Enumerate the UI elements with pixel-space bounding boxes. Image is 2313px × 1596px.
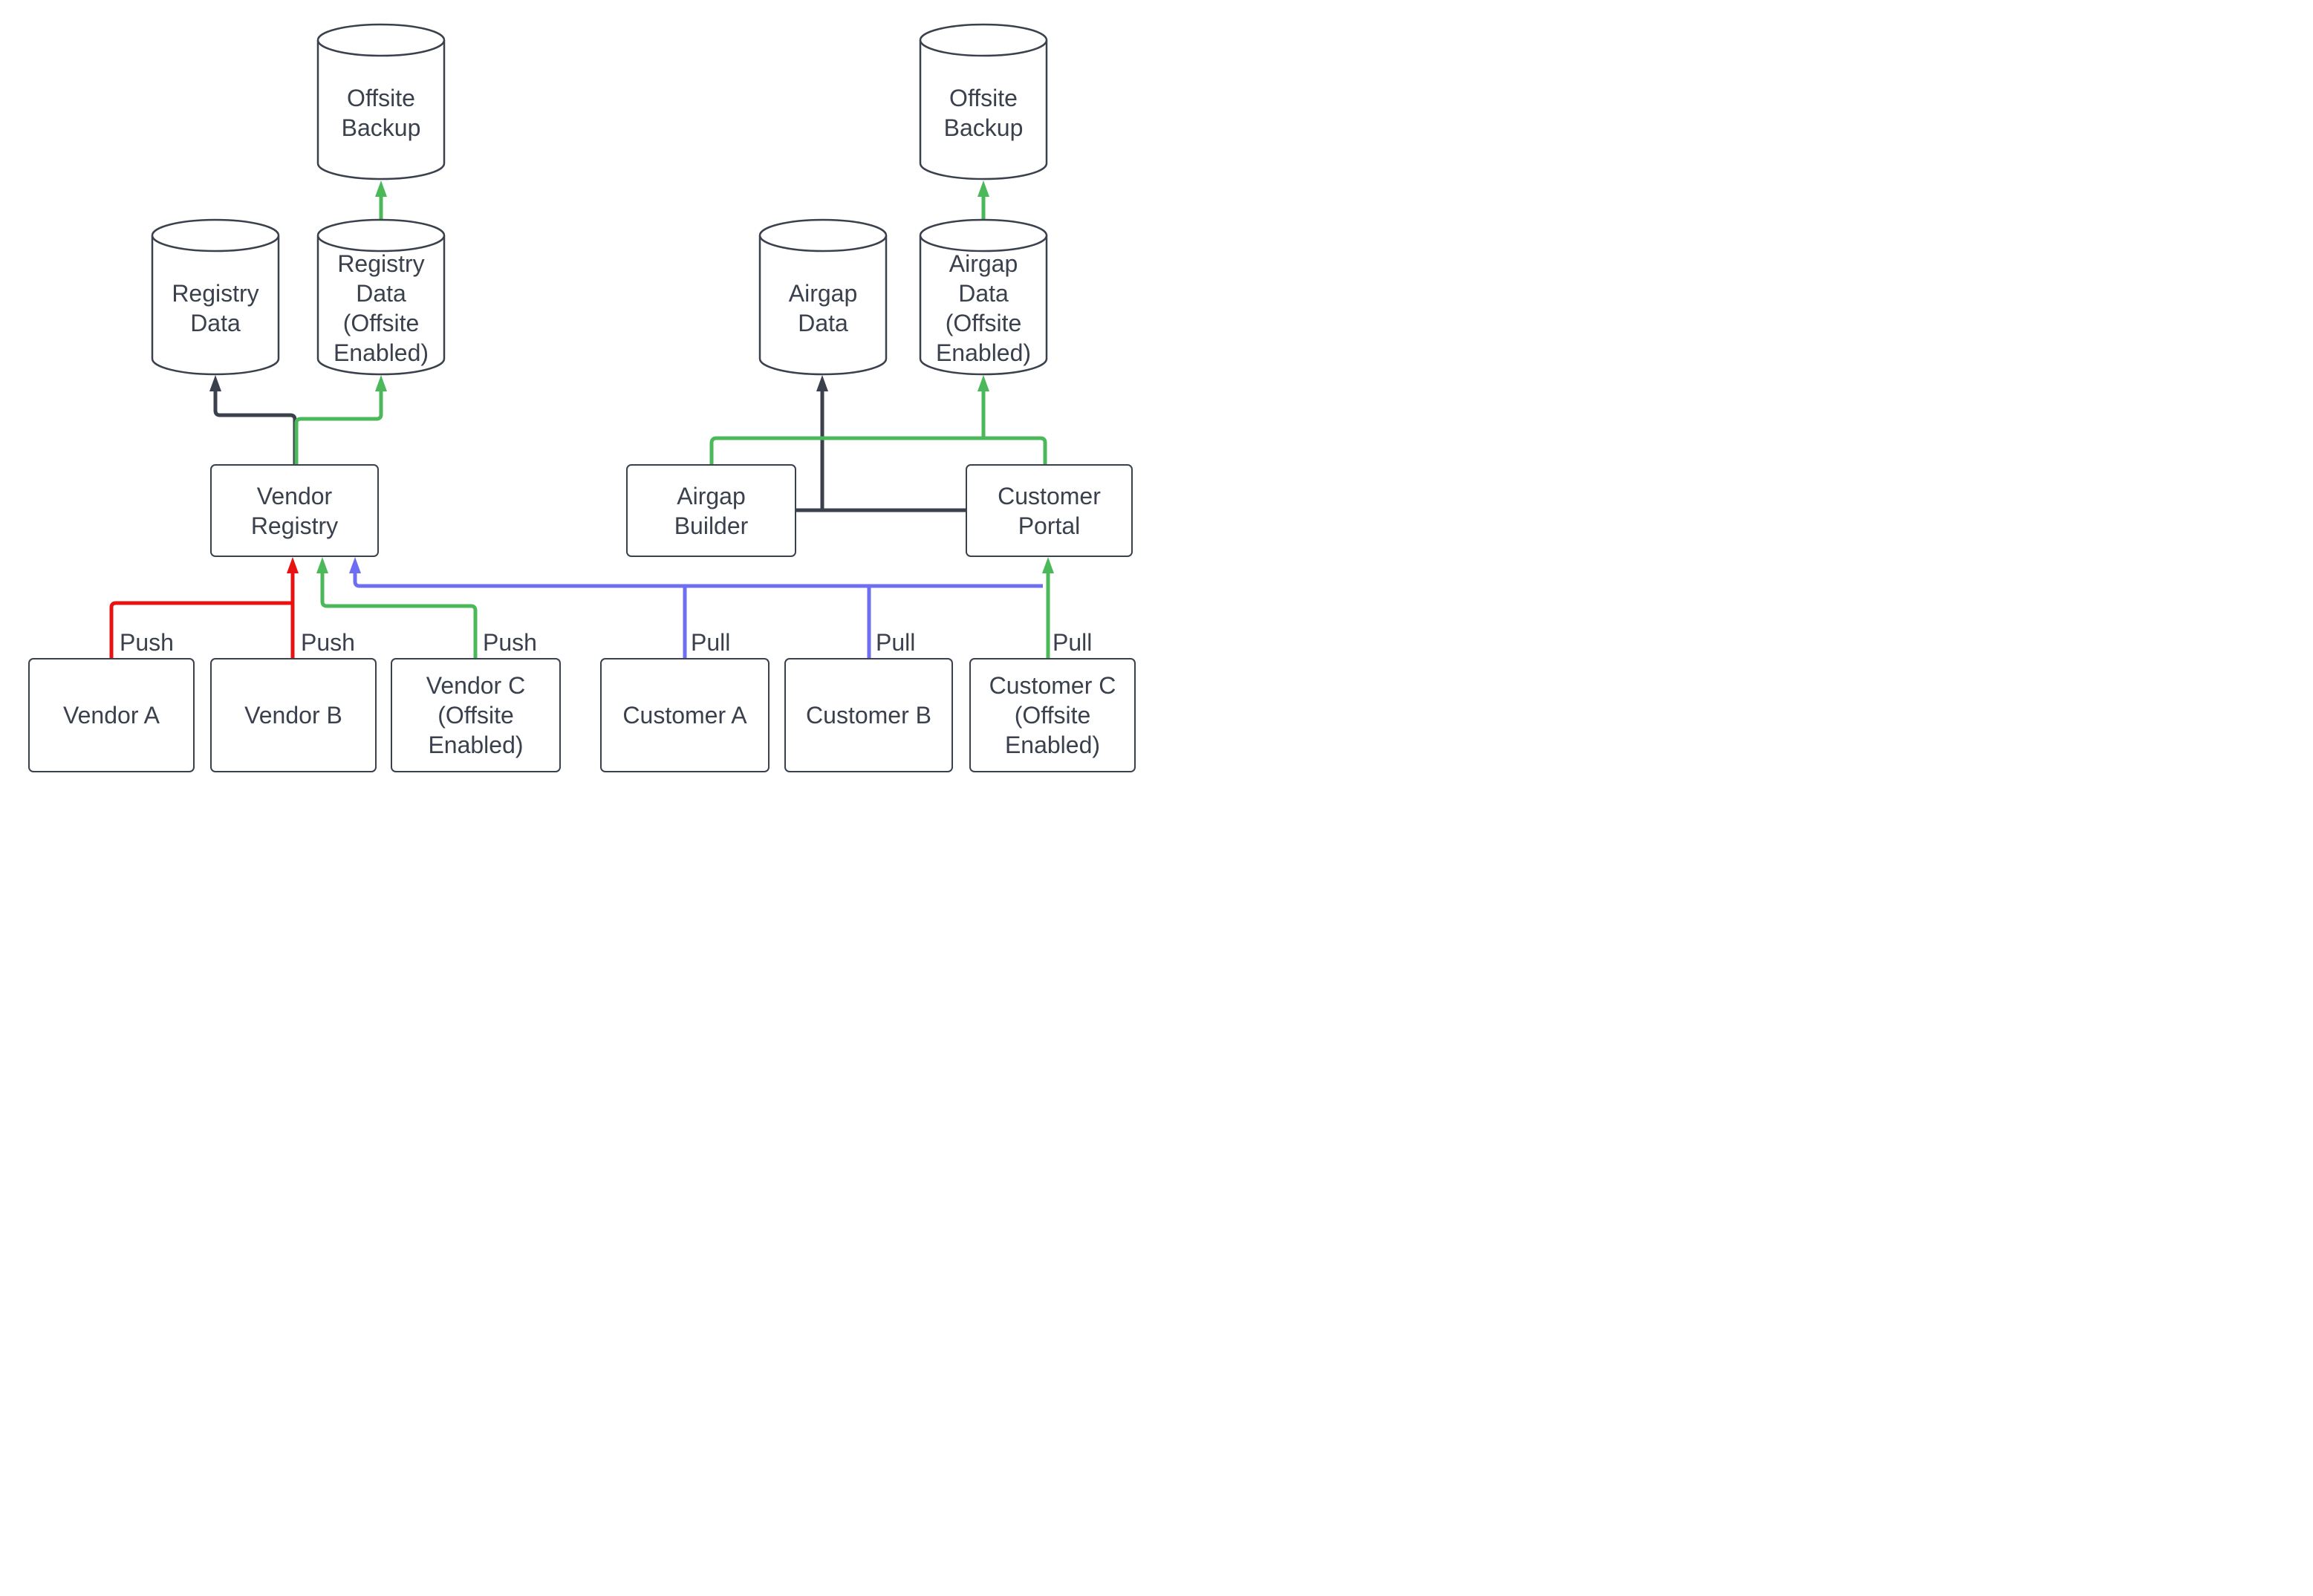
- cylinder-top: [316, 218, 446, 253]
- edge-label-push-vendor-a: Push: [120, 629, 174, 656]
- arrowhead-airgap-data: [816, 375, 828, 391]
- node-vendor-c: Vendor C (Offsite Enabled): [391, 658, 561, 772]
- cylinder-top: [151, 218, 280, 253]
- cylinder-airgap-data: [758, 218, 888, 376]
- arrowhead-offsite-backup-left: [375, 180, 387, 197]
- edge-label-push-vendor-b: Push: [301, 629, 355, 656]
- edge-vendor-registry-to-registry-data: [213, 391, 297, 464]
- cylinder-top: [316, 23, 446, 57]
- node-customer-b: Customer B: [784, 658, 953, 772]
- arrowhead-registry-data: [209, 375, 221, 391]
- cylinder-registry-data-offsite: [316, 218, 446, 376]
- cylinder-body: [919, 40, 1048, 180]
- cylinder-body: [316, 40, 446, 180]
- edge-vendor-a-branch: [109, 601, 293, 658]
- cylinder-airgap-data-offsite: [919, 218, 1048, 376]
- label-offsite-backup-right: Offsite Backup: [943, 85, 1024, 141]
- arrowhead-offsite-backup-right: [977, 180, 989, 197]
- label-airgap-data-offsite: Airgap Data (Offsite Enabled): [935, 250, 1032, 366]
- connector-layer: [109, 23, 1054, 658]
- cylinder-registry-data: [151, 218, 280, 376]
- edge-green-builder-portal: [709, 436, 1047, 464]
- edge-vendor-registry-to-registry-data-offsite: [294, 391, 383, 464]
- cylinder-body: [151, 235, 280, 376]
- arrowhead-customer-pull: [349, 557, 361, 573]
- edge-label-pull-customer-a: Pull: [691, 629, 731, 656]
- cylinder-top: [919, 23, 1048, 57]
- cylinder-body: [758, 235, 888, 376]
- edge-label-pull-customer-b: Pull: [876, 629, 916, 656]
- label-airgap-data: Airgap Data: [788, 280, 858, 336]
- cylinder-body: [919, 235, 1048, 376]
- cylinder-offsite-backup-right: [919, 23, 1048, 180]
- cylinder-top: [758, 218, 888, 253]
- arrowhead-vendor-c-push: [316, 557, 328, 573]
- cylinder-offsite-backup-left: [316, 23, 446, 180]
- edge-label-push-vendor-c: Push: [483, 629, 537, 656]
- node-vendor-registry: Vendor Registry: [210, 464, 379, 557]
- label-offsite-backup-left: Offsite Backup: [341, 85, 421, 141]
- cylinder-top: [919, 218, 1048, 253]
- node-customer-c: Customer C (Offsite Enabled): [969, 658, 1136, 772]
- node-customer-portal: Customer Portal: [966, 464, 1133, 557]
- label-registry-data-offsite: Registry Data (Offsite Enabled): [333, 250, 429, 366]
- arrowhead-airgap-data-offsite: [977, 375, 989, 391]
- node-vendor-a: Vendor A: [28, 658, 195, 772]
- label-registry-data: Registry Data: [172, 280, 259, 336]
- node-vendor-b: Vendor B: [210, 658, 377, 772]
- node-customer-a: Customer A: [600, 658, 770, 772]
- edge-vendor-c-to-registry: [320, 573, 478, 658]
- cylinder-body: [316, 235, 446, 376]
- arrowhead-vendor-push: [287, 557, 299, 573]
- edge-pull-horizontal-to-registry: [353, 573, 1043, 588]
- node-airgap-builder: Airgap Builder: [626, 464, 796, 557]
- arrowhead-registry-data-offsite: [375, 375, 387, 391]
- diagram-canvas: Offsite Backup Offsite Backup Registry D…: [0, 0, 1156, 798]
- edge-label-pull-customer-c: Pull: [1053, 629, 1093, 656]
- arrowhead-customer-c-pull: [1042, 557, 1054, 573]
